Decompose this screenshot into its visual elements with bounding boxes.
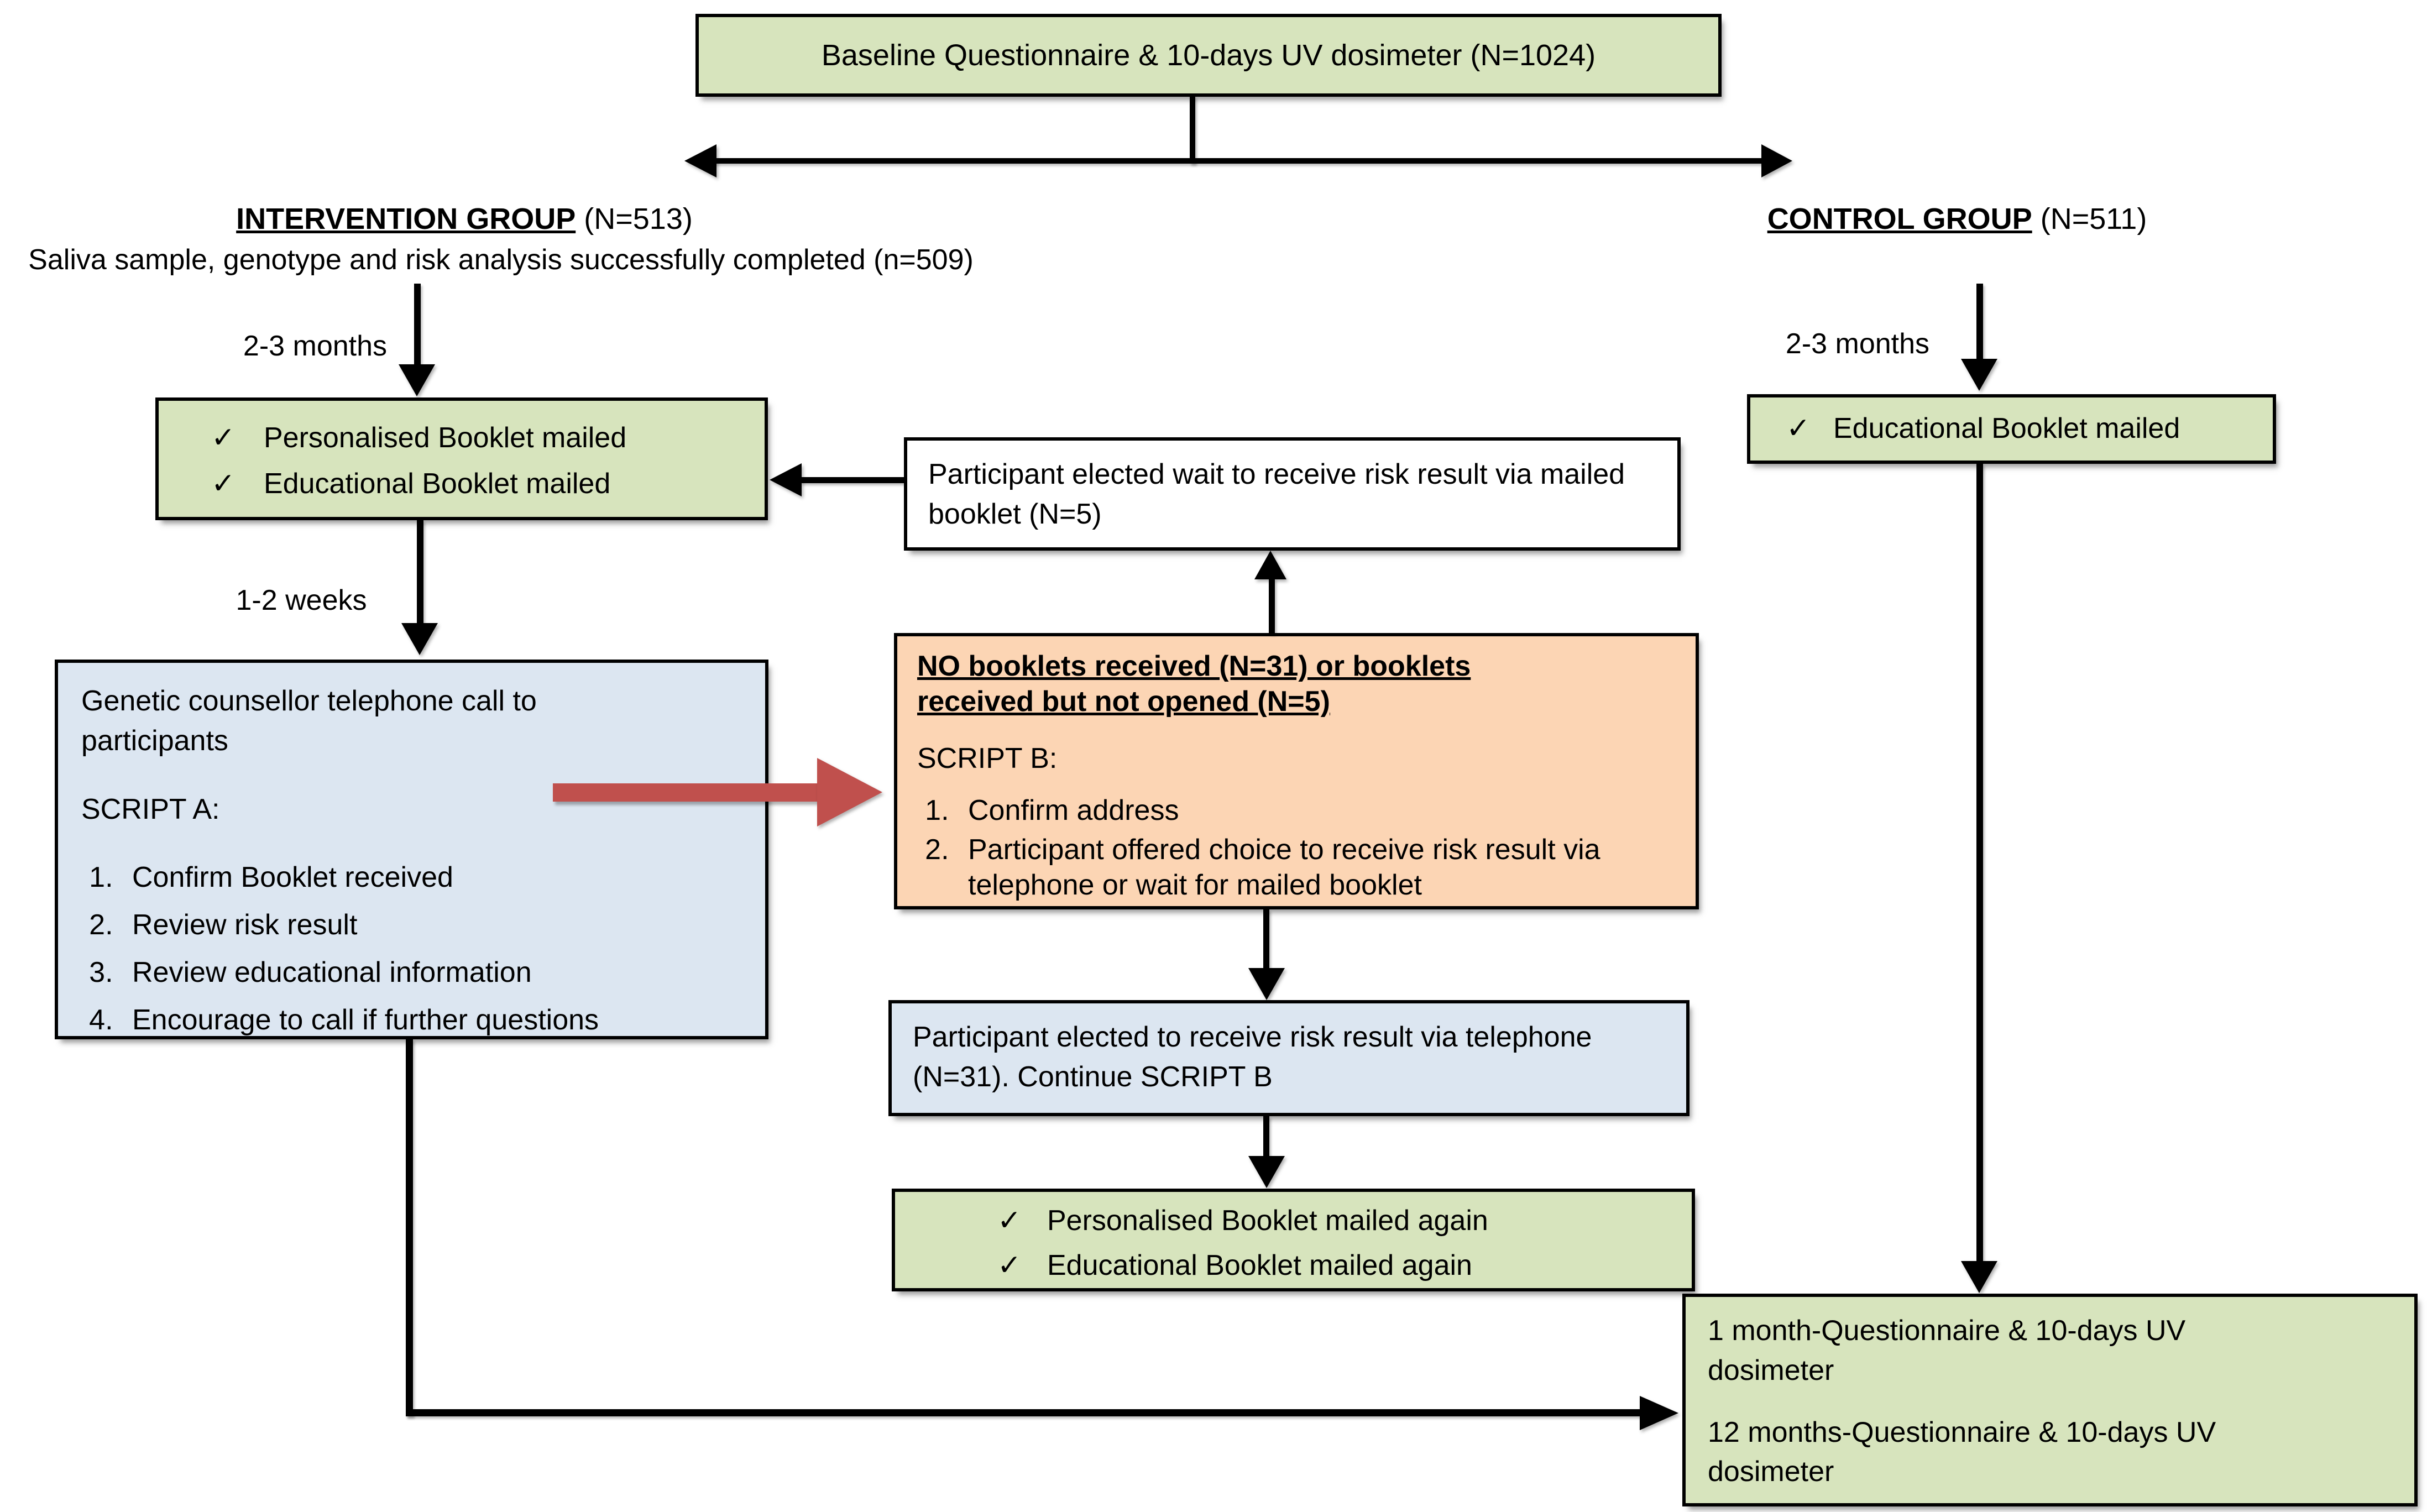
control-to-followup-head-icon — [1961, 1261, 1997, 1293]
arrow-to-booklets-line — [414, 284, 421, 367]
control-group-n: (N=511) — [2040, 202, 2147, 236]
educational-booklet-mailed-text: Educational Booklet mailed — [1833, 412, 2180, 445]
wait-mailed-booklet-box: Participant elected wait to receive risk… — [904, 437, 1681, 551]
script-b-heading: NO booklets received (N=31) or booklets … — [917, 650, 1471, 718]
saliva-sample-note: Saliva sample, genotype and risk analysi… — [28, 244, 974, 276]
script-b-label: SCRIPT B: — [917, 742, 1058, 775]
script-a-steps: Confirm Booklet received Review risk res… — [81, 858, 749, 1040]
script-b-step: Participant offered choice to receive ri… — [957, 832, 1680, 903]
arrow-to-booklets-head-icon — [399, 364, 435, 396]
script-b-box: NO booklets received (N=31) or booklets … — [894, 633, 1699, 909]
script-b-step: Confirm address — [957, 793, 1680, 828]
wait-mailed-booklet-text: Participant elected wait to receive risk… — [928, 458, 1625, 530]
check-icon: ✓ — [1786, 412, 1811, 445]
booklets-mailed-box: ✓ Personalised Booklet mailed ✓ Educatio… — [155, 397, 768, 520]
script-a-box: Genetic counsellor telephone call to par… — [55, 660, 768, 1039]
check-icon: ✓ — [211, 422, 236, 454]
script-a-step: Encourage to call if further questions — [121, 1001, 749, 1040]
script-a-step: Confirm Booklet received — [121, 858, 749, 898]
baseline-questionnaire-box: Baseline Questionnaire & 10-days UV dosi… — [695, 14, 1722, 97]
telephone-elected-text: Participant elected to receive risk resu… — [913, 1021, 1592, 1093]
mailed-again-row-1: ✓ Personalised Booklet mailed again — [997, 1199, 1681, 1243]
script-a-to-followup-head-icon — [1640, 1396, 1678, 1430]
booklets-mailed-item-1: Personalised Booklet mailed — [264, 422, 627, 454]
red-script-transition-arrow-head-icon — [817, 758, 882, 826]
red-script-transition-arrow-line — [553, 783, 821, 802]
delay-1-2-weeks-label: 1-2 weeks — [236, 584, 367, 616]
arrow-to-script-a-head-icon — [401, 623, 438, 655]
check-icon: ✓ — [997, 1249, 1022, 1281]
educational-booklet-mailed-box: ✓ Educational Booklet mailed — [1747, 394, 2276, 464]
script-a-label: SCRIPT A: — [81, 793, 220, 825]
followup-1-month-text: 1 month-Questionnaire & 10-days UV dosim… — [1708, 1315, 2186, 1387]
script-a-step: Review educational information — [121, 953, 749, 993]
check-icon: ✓ — [997, 1205, 1022, 1237]
booklets-mailed-row-1: ✓ Personalised Booklet mailed — [211, 415, 754, 461]
intervention-group-heading: INTERVENTION GROUP (N=513) — [133, 202, 796, 236]
mailed-again-item-1: Personalised Booklet mailed again — [1047, 1205, 1488, 1237]
split-arrow-left-head-icon — [684, 144, 716, 177]
control-group-heading: CONTROL GROUP (N=511) — [1625, 202, 2289, 236]
control-to-followup-line — [1976, 464, 1983, 1264]
script-a-to-followup-horizontal-line — [406, 1409, 1644, 1416]
baseline-split-stub-line — [1190, 96, 1195, 164]
script-b-steps: Confirm address Participant offered choi… — [917, 793, 1680, 903]
control-arrow-to-booklet-head-icon — [1961, 359, 1997, 391]
script-a-to-followup-vertical-line — [406, 1039, 413, 1416]
check-icon: ✓ — [211, 468, 236, 500]
script-b-to-wait-line — [1269, 578, 1275, 634]
split-arrow-line — [713, 158, 1764, 164]
intervention-group-title: INTERVENTION GROUP — [236, 202, 576, 236]
script-a-step: Review risk result — [121, 906, 749, 945]
booklets-mailed-item-2: Educational Booklet mailed — [264, 468, 611, 500]
intervention-group-n: (N=513) — [584, 202, 693, 236]
script-b-to-wait-head-icon — [1254, 551, 1286, 579]
mailed-again-item-2: Educational Booklet mailed again — [1047, 1249, 1472, 1281]
wait-to-booklets-head-icon — [770, 463, 802, 496]
control-group-title: CONTROL GROUP — [1767, 202, 2032, 236]
telephone-to-mailed-again-line — [1263, 1116, 1269, 1159]
booklets-mailed-again-box: ✓ Personalised Booklet mailed again ✓ Ed… — [892, 1189, 1695, 1291]
followup-12-months-text: 12 months-Questionnaire & 10-days UV dos… — [1708, 1416, 2216, 1488]
delay-2-3-months-left-label: 2-3 months — [243, 330, 388, 362]
control-arrow-to-booklet-line — [1976, 284, 1983, 361]
split-arrow-right-head-icon — [1761, 144, 1792, 177]
telephone-elected-box: Participant elected to receive risk resu… — [888, 1000, 1690, 1116]
mailed-again-row-2: ✓ Educational Booklet mailed again — [997, 1243, 1681, 1288]
booklets-mailed-row-2: ✓ Educational Booklet mailed — [211, 461, 754, 507]
baseline-questionnaire-text: Baseline Questionnaire & 10-days UV dosi… — [821, 38, 1596, 72]
script-b-to-telephone-line — [1263, 909, 1269, 971]
script-b-to-telephone-head-icon — [1248, 968, 1285, 1000]
wait-to-booklets-line — [801, 477, 904, 483]
arrow-to-script-a-line — [417, 520, 423, 625]
delay-2-3-months-right-label: 2-3 months — [1785, 328, 1930, 360]
script-a-intro: Genetic counsellor telephone call to par… — [81, 685, 537, 757]
followup-questionnaire-box: 1 month-Questionnaire & 10-days UV dosim… — [1682, 1294, 2418, 1506]
telephone-to-mailed-again-head-icon — [1248, 1156, 1285, 1188]
